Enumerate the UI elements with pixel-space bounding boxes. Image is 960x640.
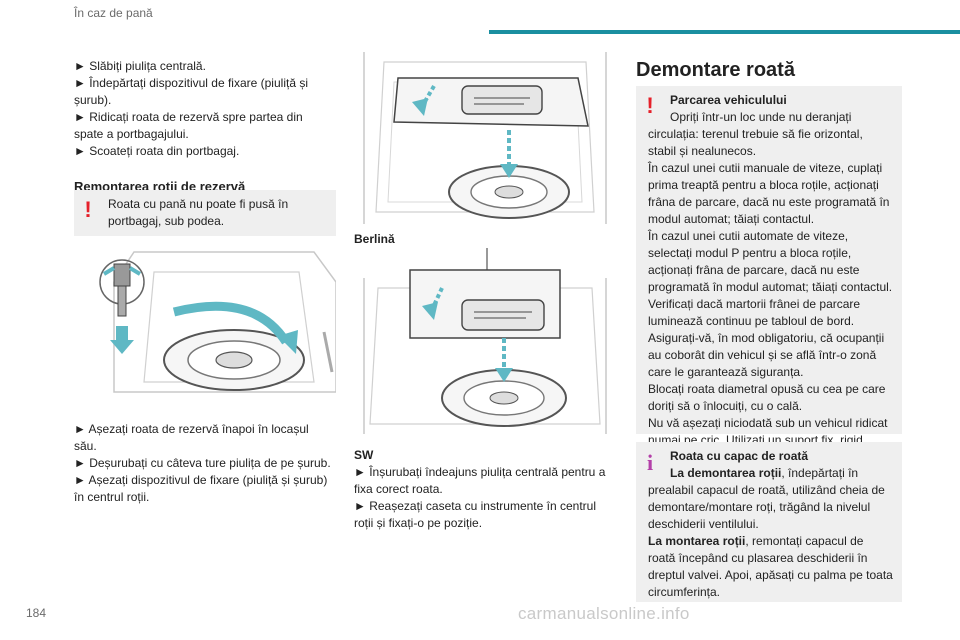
section-title: În caz de pană	[74, 6, 153, 20]
step-line: ► Înșurubați îndeajuns piulița centrală …	[354, 465, 606, 479]
info-title: Roata cu capac de roată	[670, 449, 809, 463]
step-line: fixa corect roata.	[354, 482, 443, 496]
step-line: ► Scoateți roata din portbagaj.	[74, 144, 240, 158]
info-body: prealabil capacul de roată, utilizând ch…	[648, 483, 893, 599]
warning-text: Roata cu pană nu poate fi pusă în portba…	[108, 197, 289, 228]
page-number: 184	[26, 606, 47, 620]
warning-icon: !	[646, 93, 654, 118]
column-left: ► Slăbiți piulița centrală. ► Îndepărtaț…	[74, 58, 336, 195]
step-line: ► Ridicați roata de rezervă spre partea …	[74, 110, 303, 124]
sw-trunk-drawing	[363, 248, 607, 434]
header-accent-bar	[489, 30, 960, 34]
illustration-sw	[354, 248, 616, 434]
warning-body: circulația: terenul trebuie să fie orizo…	[648, 127, 893, 447]
warning-box-puncture: ! Roata cu pană nu poate fi pusă în port…	[74, 190, 336, 236]
step-line: șurub).	[74, 93, 112, 107]
step-line: ► Îndepărtați dispozitivul de fixare (pi…	[74, 76, 308, 90]
main-heading: Demontare roată	[636, 59, 795, 81]
step-line: ► Slăbiți piulița centrală.	[74, 59, 206, 73]
step-line: ► Așezați dispozitivul de fixare (piuliț…	[74, 473, 328, 487]
warning-title-wrap: Parcarea vehiculului Opriți într-un loc …	[670, 93, 852, 124]
berlina-trunk-drawing	[363, 52, 607, 224]
step-line: său.	[74, 439, 97, 453]
refit-steps: ► Așezați roata de rezervă înapoi în loc…	[74, 421, 336, 506]
warning-title: Parcarea vehiculului	[670, 93, 787, 107]
info-icon: i	[646, 450, 654, 475]
step-line: roții și fixați-o pe poziție.	[354, 516, 483, 530]
info-title-wrap: Roata cu capac de roată La demontarea ro…	[670, 449, 859, 480]
removal-steps: ► Slăbiți piulița centrală. ► Îndepărtaț…	[74, 58, 336, 160]
step-line: ► Reașezați caseta cu instrumente în cen…	[354, 499, 596, 513]
illustration-berlina	[354, 52, 616, 224]
warning-icon: !	[84, 197, 92, 222]
step-line: în centrul roții.	[74, 490, 150, 504]
caption-berlina: Berlină	[354, 232, 395, 246]
illustration-spare-refit	[74, 242, 337, 402]
watermark: carmanualsonline.info	[518, 604, 690, 623]
step-line: spate a portbagajului.	[74, 127, 189, 141]
trunk-wheel-drawing	[99, 251, 337, 393]
info-box-wheel-cover: i Roata cu capac de roată La demontarea …	[636, 442, 902, 602]
caption-sw: SW	[354, 448, 374, 462]
step-line: ► Așezați roata de rezervă înapoi în loc…	[74, 422, 309, 436]
warning-box-parking: ! Parcarea vehiculului Opriți într-un lo…	[636, 86, 902, 447]
step-line: ► Deșurubați cu câteva ture piulița de p…	[74, 456, 331, 470]
sw-block: SW ► Înșurubați îndeajuns piulița centra…	[354, 447, 616, 532]
